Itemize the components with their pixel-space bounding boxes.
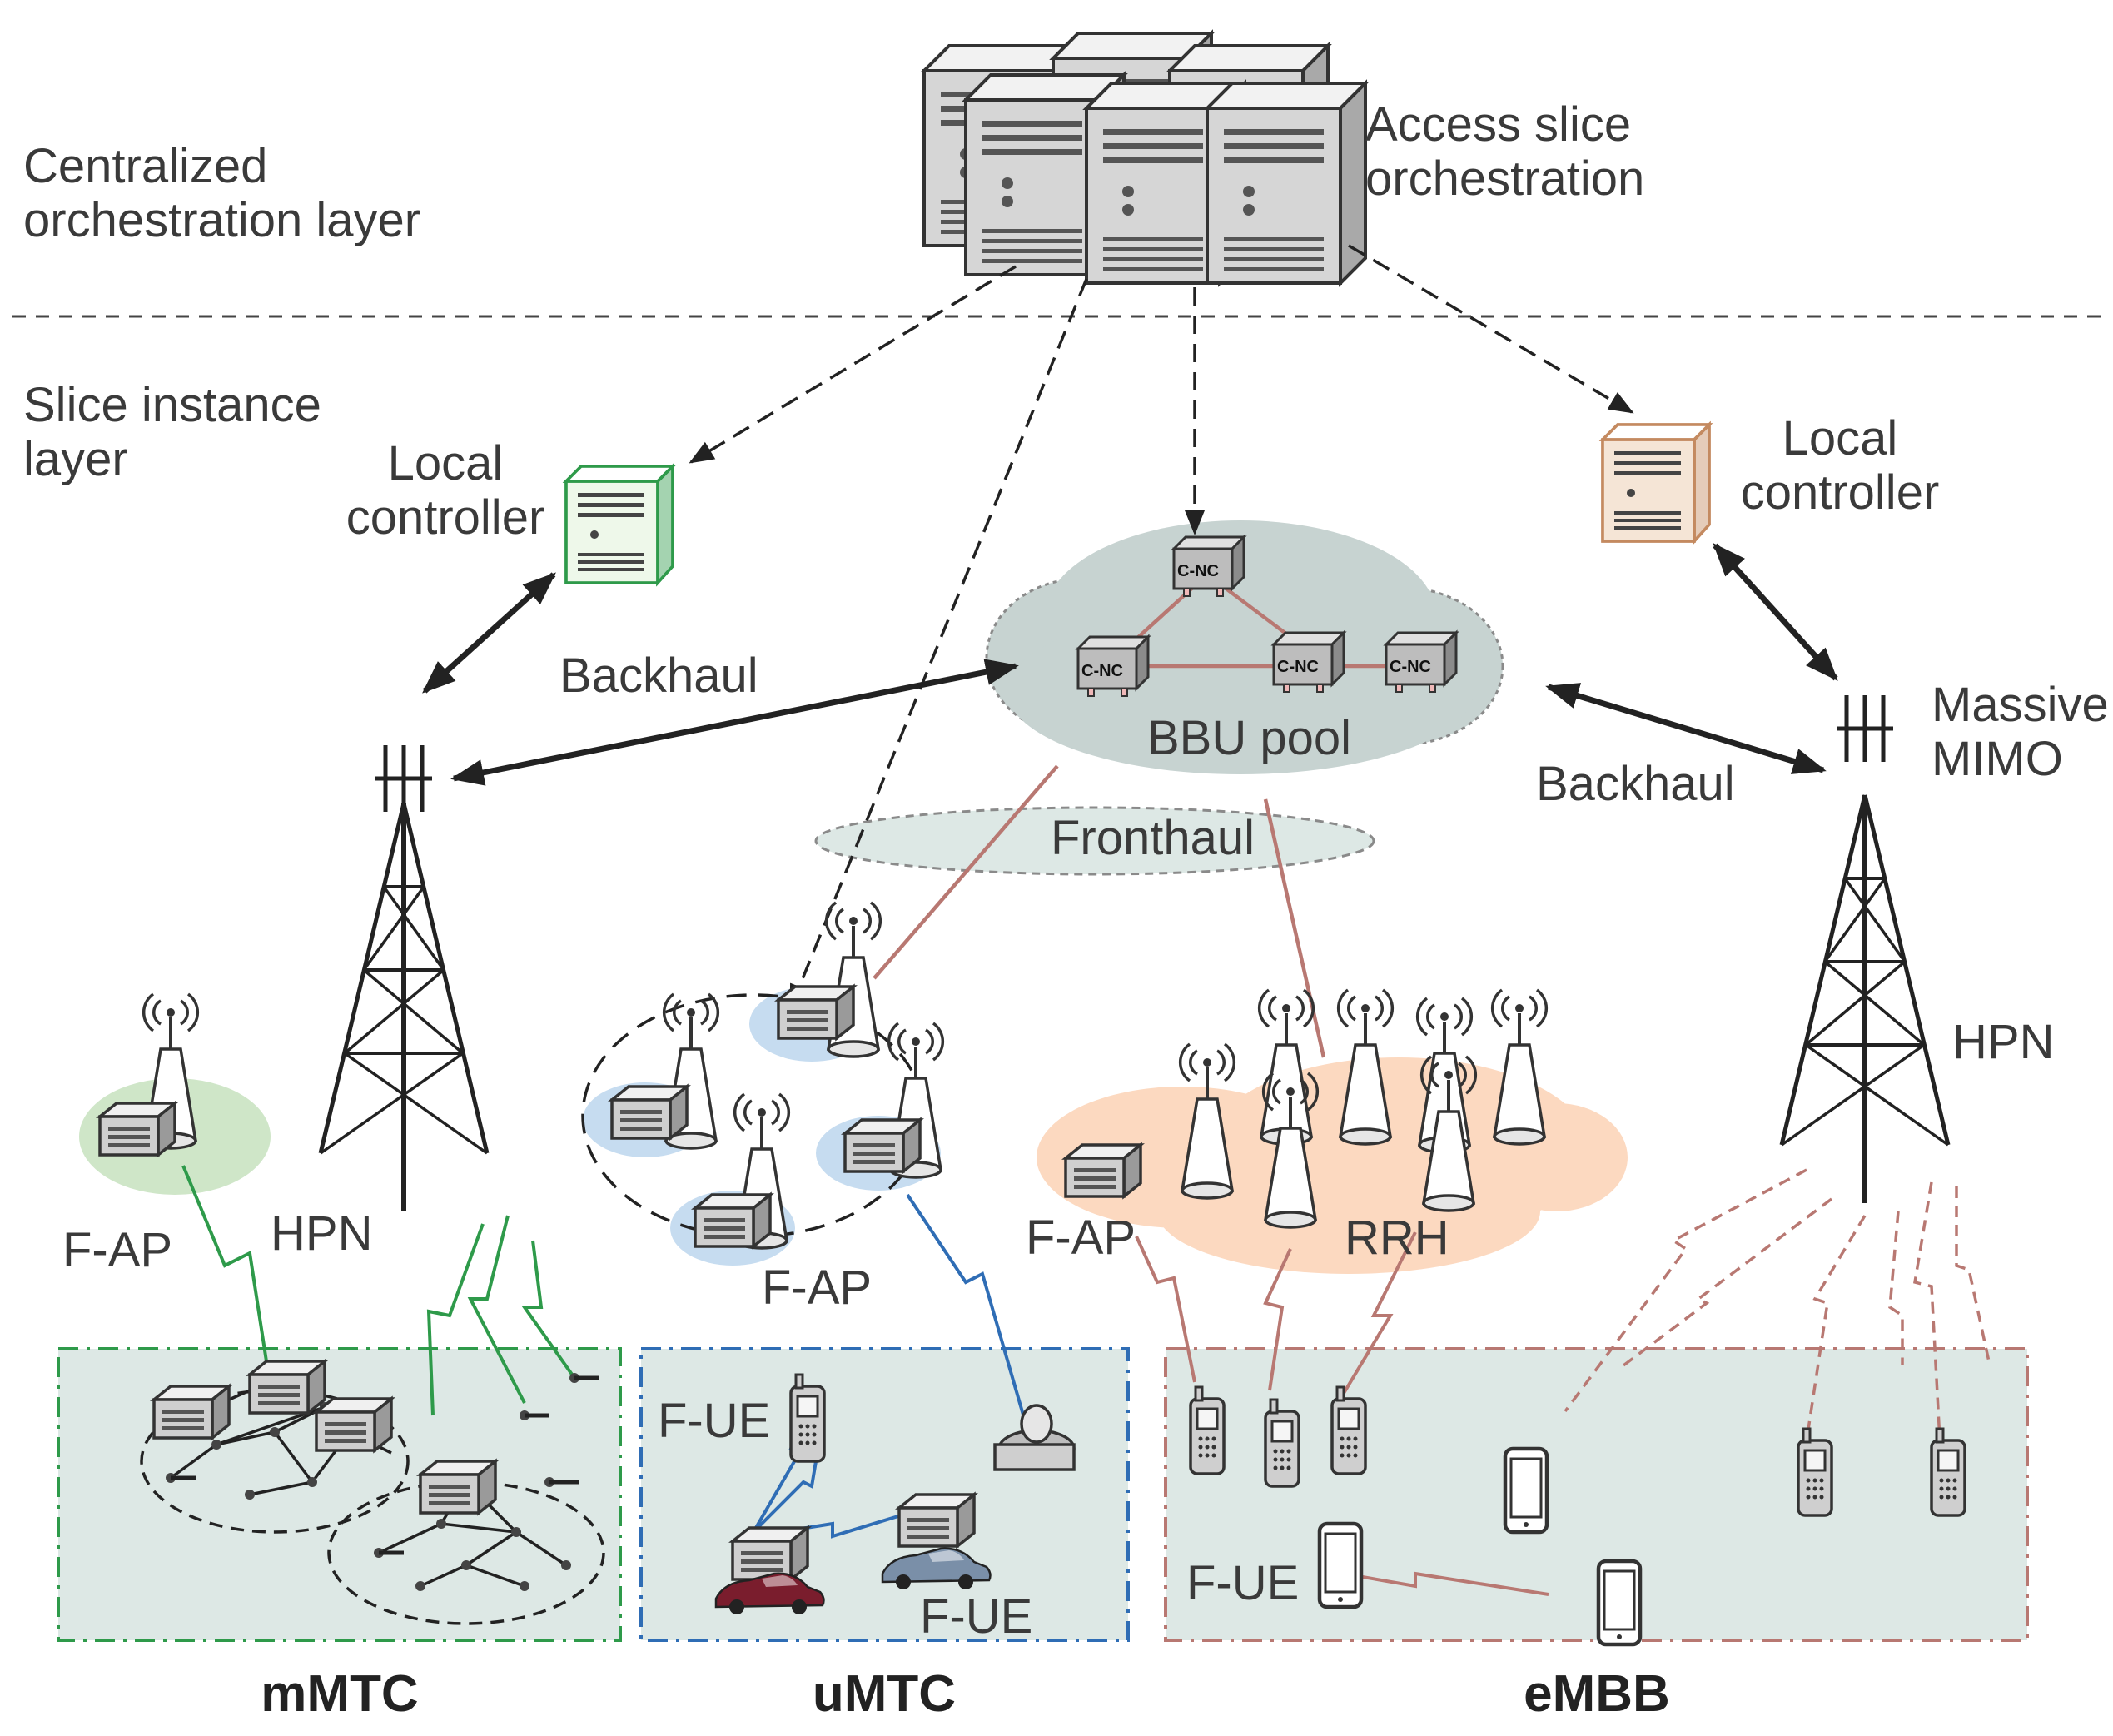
f-ue-label-embb: F-UE xyxy=(1186,1556,1300,1610)
local-controller-right-label-line2: controller xyxy=(1740,465,1940,520)
cnc-unit-4 xyxy=(1385,631,1458,694)
massive-mimo-label: Massive MIMO xyxy=(1932,678,2109,787)
fronthaul-region xyxy=(814,806,1375,876)
hpn-tower-right xyxy=(1782,695,1948,1203)
hpn-tower-left xyxy=(321,745,487,1211)
umtc-car-unit-1 xyxy=(731,1526,809,1581)
umtc-fap-cluster xyxy=(581,901,945,1266)
mmtc-wireless-links xyxy=(181,1165,576,1416)
control-backhaul-arrows xyxy=(422,543,1838,786)
umtc-slice-label: uMTC xyxy=(812,1665,957,1723)
fronthaul-links xyxy=(873,764,1326,1058)
orchestration-arrows xyxy=(689,244,1634,1010)
access-slice-orchestration-servers xyxy=(922,32,1367,285)
umtc-robot xyxy=(993,1404,1076,1471)
mmtc-fap-box xyxy=(98,1102,176,1157)
f-ue-label-umtc-bottom: F-UE xyxy=(920,1589,1033,1644)
mmtc-slice-box xyxy=(57,1347,622,1642)
embb-wireless-links xyxy=(1135,1231,1549,1596)
slice-instance-layer-label: Slice instance layer xyxy=(23,378,321,487)
orchestration-layer-label-line2: orchestration layer xyxy=(23,192,421,247)
orchestration-layer-label-line1: Centralized xyxy=(23,139,268,193)
rrh-label: RRH xyxy=(1345,1211,1449,1265)
orchestration-layer-label: Centralized orchestration layer xyxy=(23,139,421,248)
mmtc-sensor-stubs xyxy=(171,1375,599,1555)
access-slice-orchestration-label-line1: Access slice xyxy=(1365,97,1632,152)
embb-slice-box xyxy=(1164,1347,2029,1642)
backhaul-label-right: Backhaul xyxy=(1536,757,1735,811)
bbu-pool-label: BBU pool xyxy=(1147,711,1352,765)
cnc-unit-1 xyxy=(1172,535,1245,598)
mmtc-slice-label: mMTC xyxy=(261,1665,419,1723)
access-slice-orchestration-label-line2: orchestration xyxy=(1365,151,1645,206)
umtc-phone xyxy=(789,1373,826,1463)
mimo-beams xyxy=(1564,1168,1991,1441)
massive-mimo-label-line1: Massive xyxy=(1932,678,2109,732)
umtc-car-unit-2 xyxy=(897,1493,976,1548)
umtc-slice-box xyxy=(639,1347,1130,1642)
fronthaul-label: Fronthaul xyxy=(1051,811,1255,865)
access-slice-orchestration-label: Access slice orchestration xyxy=(1365,97,1645,206)
local-controller-right-label-line1: Local xyxy=(1782,411,1898,465)
slice-instance-layer-label-line1: Slice instance xyxy=(23,378,321,432)
hpn-label-left: HPN xyxy=(271,1206,373,1261)
massive-mimo-label-line2: MIMO xyxy=(1932,731,2063,786)
f-ue-label-umtc-top: F-UE xyxy=(658,1394,771,1448)
local-controller-left-label-line1: Local xyxy=(387,436,504,490)
local-controller-left-label-line2: controller xyxy=(346,490,545,545)
f-ap-label-mmtc: F-AP xyxy=(62,1223,173,1277)
f-ap-label-embb: F-AP xyxy=(1026,1211,1136,1265)
backhaul-label-left: Backhaul xyxy=(559,649,758,703)
cnc-unit-3 xyxy=(1272,631,1345,694)
slice-instance-layer-label-line2: layer xyxy=(23,431,128,486)
local-controller-right-label: Local controller xyxy=(1740,411,1940,520)
embb-slice-label: eMBB xyxy=(1524,1665,1670,1723)
hpn-label-right: HPN xyxy=(1952,1015,2055,1069)
cnc-unit-2 xyxy=(1076,635,1150,698)
local-controller-left-label: Local controller xyxy=(346,436,545,545)
f-ap-label-umtc: F-AP xyxy=(762,1261,873,1315)
